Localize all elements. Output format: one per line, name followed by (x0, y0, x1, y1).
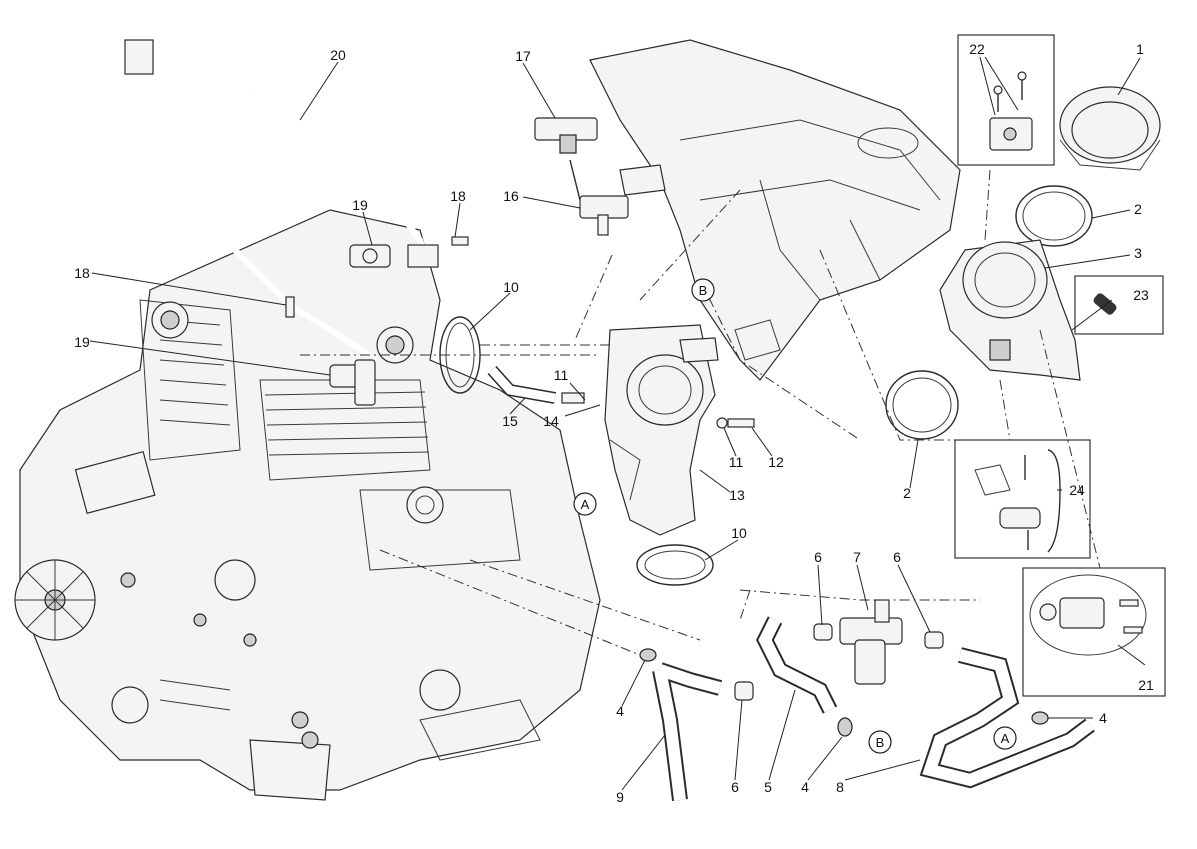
callout-11-upper: 11 (554, 367, 569, 383)
callout-23: 23 (1133, 287, 1149, 303)
map-sensor-17 (534, 117, 598, 154)
callout-4-middle: 4 (801, 779, 809, 795)
hose-15 (487, 365, 557, 404)
callout-2-lower: 2 (903, 485, 911, 501)
inset-21-content (1029, 574, 1147, 656)
callout-3: 3 (1134, 245, 1142, 261)
callout-9: 9 (616, 789, 624, 805)
inset-24-content (974, 449, 1061, 553)
callout-19-upper: 19 (352, 197, 368, 213)
ref-A-right: A (993, 726, 1017, 750)
ref-B-upper-label: B (699, 283, 708, 298)
inset-23-content (1093, 293, 1117, 315)
engine-block (14, 209, 601, 801)
callout-4-right: 4 (1099, 710, 1107, 726)
bolt-18-upper (451, 236, 469, 246)
callout-labels: 1 2 2 3 4 4 4 5 6 6 6 7 8 9 10 10 11 11 … (74, 41, 1154, 805)
temperature-sensor-lower (329, 359, 376, 406)
callout-22: 22 (969, 41, 985, 57)
inset-22-content (989, 71, 1033, 151)
throttle-body-3 (939, 239, 1081, 381)
callout-6-right: 6 (893, 549, 901, 565)
ref-B-upper: B (691, 278, 715, 302)
callout-21: 21 (1138, 677, 1154, 693)
callout-16: 16 (503, 188, 519, 204)
bracket-16 (569, 159, 629, 236)
callout-6-bottom: 6 (731, 779, 739, 795)
hose-5 (756, 616, 838, 714)
callout-18-upper: 18 (450, 188, 466, 204)
callout-10-upper: 10 (503, 279, 519, 295)
screw-12 (716, 417, 755, 429)
callout-18-lower: 18 (74, 265, 90, 281)
ref-A-right-label: A (1001, 731, 1010, 746)
clips-4 (639, 648, 1049, 737)
callout-11-lower: 11 (729, 454, 744, 470)
leader-lines (89, 56, 1146, 791)
clamps-6 (734, 623, 944, 701)
inset-box-22 (957, 34, 1055, 166)
callout-8: 8 (836, 779, 844, 795)
inset-box-21 (1022, 567, 1166, 697)
nipple-14 (561, 392, 585, 404)
ref-B-lower: B (868, 730, 892, 754)
callout-15: 15 (502, 413, 518, 429)
temperature-sensor-upper (349, 244, 391, 268)
clamp-10-lower (636, 544, 714, 586)
callout-7: 7 (853, 549, 861, 565)
clamp-2-lower (885, 370, 959, 440)
callout-12: 12 (768, 454, 784, 470)
callout-24: 24 (1069, 482, 1085, 498)
inset-box-23 (1074, 275, 1164, 335)
ref-A-middle: A (573, 492, 597, 516)
ref-B-lower-label: B (876, 735, 885, 750)
clamp-2-upper (1015, 185, 1093, 247)
callout-20: 20 (330, 47, 346, 63)
hose-8 (919, 647, 1095, 789)
bolt-18-lower (285, 296, 295, 318)
callout-4-left: 4 (616, 703, 624, 719)
air-funnel-1 (1059, 86, 1161, 171)
callout-14: 14 (543, 413, 559, 429)
intake-manifold (604, 324, 719, 536)
callout-6-left: 6 (814, 549, 822, 565)
construction-lines (300, 169, 1101, 656)
callout-5: 5 (764, 779, 772, 795)
callout-17: 17 (515, 48, 531, 64)
breather-pipe (124, 34, 439, 358)
callout-10-lower: 10 (731, 525, 747, 541)
callout-13: 13 (729, 487, 745, 503)
hose-9 (652, 662, 723, 801)
callout-1: 1 (1136, 41, 1144, 57)
inset-box-24 (954, 439, 1091, 559)
ref-A-middle-label: A (581, 497, 590, 512)
callout-2-upper: 2 (1134, 201, 1142, 217)
callout-19-lower: 19 (74, 334, 90, 350)
airbox-cover (589, 39, 961, 381)
tee-fitting-7 (839, 599, 903, 685)
